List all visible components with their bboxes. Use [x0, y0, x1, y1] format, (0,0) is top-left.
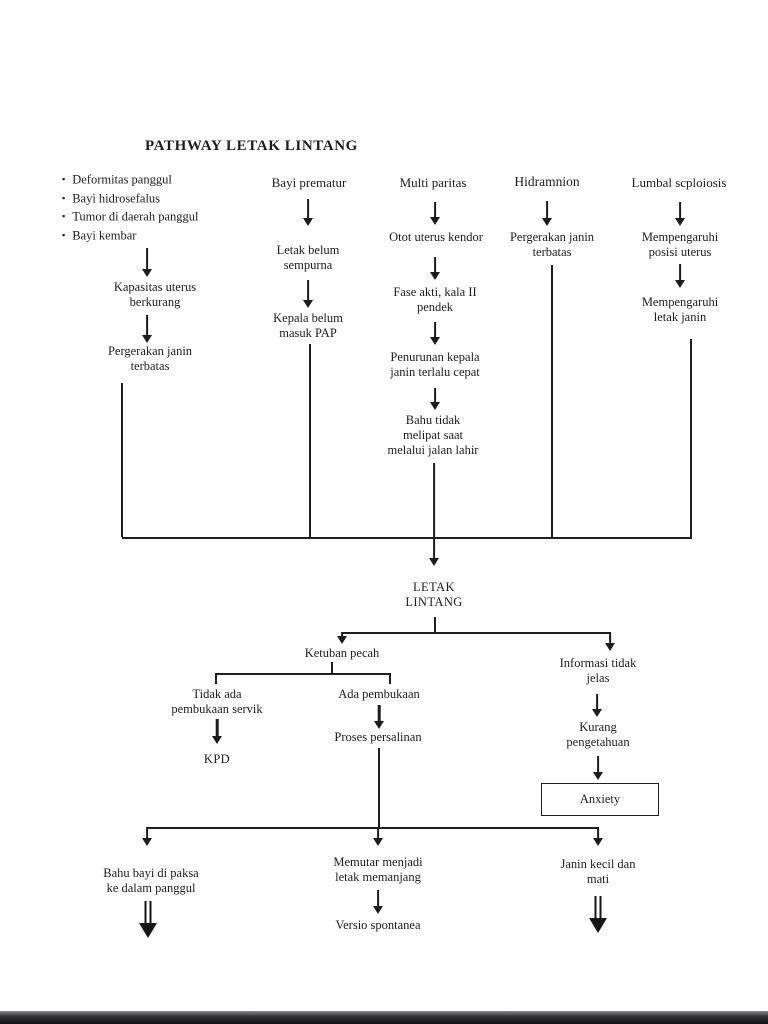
node-bahu-tidak-melipat: Bahu tidak melipat saat melalui jalan la… [387, 413, 479, 457]
down-arrow-icon [428, 202, 442, 225]
connector-line [331, 662, 333, 673]
down-arrow-icon [372, 705, 386, 729]
bullet-item: Bayi hidrosefalus [62, 189, 198, 208]
down-arrow-icon [540, 201, 554, 226]
node-pergerakan-janin-terbatas-1: Pergerakan janin terbatas [107, 344, 193, 373]
connector-line [309, 344, 311, 537]
connector-line [378, 748, 380, 827]
page-bottom-bar [0, 1011, 768, 1024]
down-arrow-icon [428, 388, 442, 410]
connector-line [690, 339, 692, 537]
node-kepala-belum-masuk-pap: Kepala belum masuk PAP [273, 311, 343, 340]
node-letak-lintang: LETAK LINTANG [405, 580, 463, 609]
page-title: PATHWAY LETAK LINTANG [145, 138, 358, 154]
connector-line [389, 673, 391, 684]
node-pergerakan-janin-terbatas-2: Pergerakan janin terbatas [509, 230, 595, 259]
bullet-item: Deformitas panggul [62, 170, 198, 189]
node-ketuban-pecah: Ketuban pecah [304, 646, 380, 660]
down-arrow-icon [301, 199, 315, 226]
bullet-item: Bayi kembar [62, 226, 198, 245]
node-bahu-bayi-dipaksa: Bahu bayi di paksa ke dalam panggul [103, 866, 199, 895]
down-arrow-icon [673, 202, 687, 226]
connector-line [147, 827, 598, 829]
node-janin-kecil-mati: Janin kecil dan mati [560, 857, 636, 886]
node-memutar-menjadi: Memutar menjadi letak memanjang [333, 855, 423, 884]
node-kapasitas-uterus: Kapasitas uterus berkurang [113, 280, 197, 309]
node-otot-uterus-kendor: Otot uterus kendor [389, 230, 483, 244]
down-arrow-icon [140, 248, 154, 277]
down-arrow-icon [428, 322, 442, 345]
connector-line [121, 383, 123, 537]
thick-down-arrow-icon [587, 896, 609, 933]
down-arrow-icon [335, 632, 349, 644]
down-arrow-icon [371, 890, 385, 914]
down-arrow-icon [603, 632, 617, 651]
connector-line [215, 673, 217, 684]
node-fase-akti-kala-ii: Fase akti, kala II pendek [393, 285, 477, 314]
node-proses-persalinan: Proses persalinan [334, 730, 422, 744]
node-mempengaruhi-letak-janin: Mempengaruhi letak janin [641, 295, 719, 324]
node-versio-spontanea: Versio spontanea [335, 918, 421, 932]
down-arrow-icon [591, 827, 605, 846]
down-arrow-icon [140, 827, 154, 846]
down-arrow-icon [673, 264, 687, 288]
connector-line [342, 632, 610, 634]
connector-line [434, 617, 436, 632]
node-informasi-tidak-jelas: Informasi tidak jelas [559, 656, 637, 685]
node-bayi-prematur: Bayi prematur [271, 175, 347, 190]
node-multi-paritas: Multi paritas [399, 175, 467, 190]
node-mempengaruhi-posisi-uterus: Mempengaruhi posisi uterus [641, 230, 719, 259]
node-letak-belum-sempurna: Letak belum sempurna [276, 243, 340, 272]
node-kurang-pengetahuan: Kurang pengetahuan [566, 720, 630, 749]
down-arrow-icon [591, 756, 605, 780]
connector-line [216, 673, 390, 675]
node-kpd: KPD [203, 752, 231, 766]
down-arrow-icon [301, 280, 315, 308]
down-arrow-icon [427, 463, 441, 566]
anxiety-box: Anxiety [541, 783, 659, 816]
node-penurunan-kepala: Penurunan kepala janin terlalu cepat [390, 350, 480, 379]
down-arrow-icon [371, 827, 385, 846]
down-arrow-icon [140, 315, 154, 343]
bullet-item: Tumor di daerah panggul [62, 207, 198, 226]
down-arrow-icon [590, 694, 604, 717]
node-ada-pembukaan: Ada pembukaan [338, 687, 420, 701]
node-hidramnion: Hidramnion [514, 174, 580, 189]
down-arrow-icon [210, 719, 224, 744]
thick-down-arrow-icon [137, 901, 159, 938]
connector-line [122, 537, 692, 539]
node-lumbal-scploiosis: Lumbal scploiosis [631, 175, 727, 190]
down-arrow-icon [428, 257, 442, 280]
connector-line [551, 265, 553, 537]
bullet-list-causes: Deformitas panggul Bayi hidrosefalus Tum… [62, 170, 198, 244]
node-tidak-ada-pembukaan: Tidak ada pembukaan servik [171, 687, 263, 716]
